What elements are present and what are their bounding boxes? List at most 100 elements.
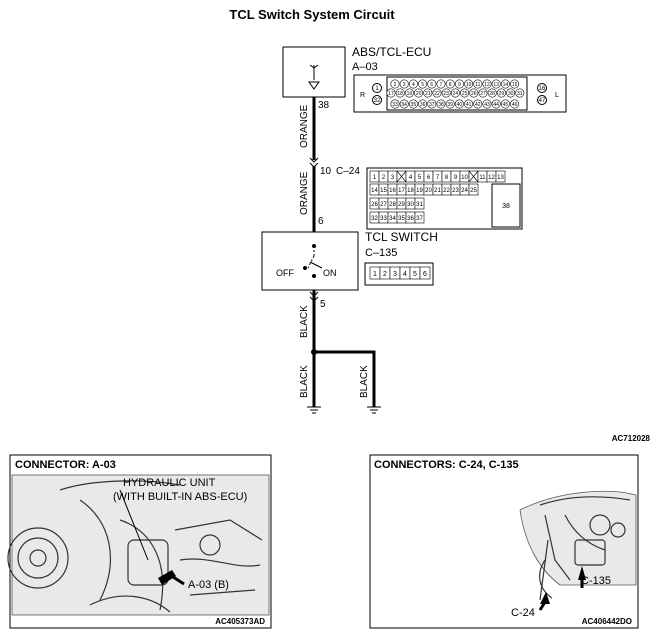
ecu-pin (390, 99, 400, 109)
engine-bay-sketch (7, 480, 263, 613)
ecu-internal-symbol (308, 64, 320, 90)
ecu-pin-label: 12 (484, 82, 490, 88)
switch-off-label: OFF (276, 268, 294, 278)
c24-pin-label: 26 (371, 202, 378, 208)
switch-name: TCL SWITCH (365, 230, 438, 244)
ecu-pin-label: 5 (421, 82, 424, 88)
ecu-pin-label: 20 (416, 91, 422, 97)
ecu-pin-label: 25 (462, 91, 468, 97)
c135-pin-label: 6 (423, 271, 427, 278)
ecu-pin-label: 18 (397, 91, 403, 97)
ecu-pin-label: 22 (434, 91, 440, 97)
ecu-connector-id: A–03 (352, 61, 378, 73)
c24-pin-label: 9 (454, 175, 458, 181)
ecu-pin (496, 88, 506, 98)
wire-color-black-right: BLACK (359, 365, 370, 398)
ecu-pin-label: 3 (403, 82, 406, 88)
ecu-pin (399, 79, 409, 89)
c24-pin-label: 20 (425, 188, 432, 194)
ecu-pin (491, 99, 501, 109)
wire-color-black-upper: BLACK (299, 305, 310, 338)
ecu-pin (414, 88, 424, 98)
c24-pin-label: 22 (443, 188, 450, 194)
figure-code: AC712028 (612, 434, 651, 443)
ecu-pin-label: 30 (508, 91, 514, 97)
ecu-pin-label: 6 (430, 82, 433, 88)
c24-pin-label: 35 (398, 216, 405, 222)
ecu-pin-label: 28 (489, 91, 495, 97)
c24-pin-cell (468, 183, 479, 196)
ecu-pin-label: 36 (420, 102, 426, 108)
ecu-pin (404, 88, 414, 98)
c135-pin-cell (419, 266, 431, 280)
c135-arrow (578, 566, 586, 588)
ecu-pin (510, 99, 520, 109)
diagram-title: TCL Switch System Circuit (229, 7, 395, 22)
ecu-pin-label: 44 (493, 102, 499, 108)
joint-connector-c24: C–24 (336, 166, 360, 177)
c24-blank-cross (468, 170, 479, 183)
c24c135-figure-code: AC406442DO (582, 617, 632, 626)
c24-pin-label: 16 (389, 188, 396, 194)
ecu-pin (454, 99, 464, 109)
ecu-pin-label: 7 (440, 82, 443, 88)
ecu-pin (427, 79, 437, 89)
wire-color-black-left: BLACK (299, 365, 310, 398)
ecu-pin (482, 99, 492, 109)
c24-pin-label: 6 (427, 175, 431, 181)
ecu-pin-label: 4 (412, 82, 415, 88)
ecu-pin (445, 79, 455, 89)
ecu-pin-38: 38 (318, 100, 330, 111)
ground-symbol-right (367, 406, 381, 414)
ecu-pin (464, 99, 474, 109)
ecu-pin (418, 79, 428, 89)
a03-callout-line1: HYDRAULIC UNIT (123, 477, 216, 489)
c24-pin-label: 2 (382, 175, 386, 181)
c24-pin-label: 5 (418, 175, 422, 181)
ecu-pin-label: 34 (401, 102, 407, 108)
wire-ground-right (314, 350, 376, 407)
switch-pin-5: 5 (320, 299, 326, 310)
ecu-pin-label: 38 (438, 102, 444, 108)
c24-pin-label: 29 (398, 202, 405, 208)
ecu-side-r: R (360, 92, 365, 99)
c135-pin-label: 5 (413, 271, 417, 278)
ecu-pin-label: 2 (394, 82, 397, 88)
ecu-pin-label: 41 (466, 102, 472, 108)
switch-connector-id: C–135 (365, 247, 397, 259)
a03-panel-title: CONNECTOR: A-03 (15, 459, 116, 471)
ecu-pin-label: 46 (512, 102, 518, 108)
c24-pin-label: 1 (373, 175, 377, 181)
ecu-pin-16: 16 (539, 86, 546, 92)
c24-arrow (538, 592, 550, 611)
ecu-pin (510, 79, 520, 89)
switch-on-label: ON (323, 268, 337, 278)
c24-pin-label: 36 (407, 216, 414, 222)
ecu-pin (423, 88, 433, 98)
ground-symbol-left (307, 406, 321, 414)
c24-pin-label: 4 (409, 175, 413, 181)
wire-color-orange-lower: ORANGE (299, 171, 310, 215)
c135-pin-label: 1 (373, 271, 377, 278)
switch-pin-6: 6 (318, 216, 324, 227)
ecu-pin (454, 79, 464, 89)
ecu-pin-47: 47 (539, 98, 546, 104)
ecu-pin-label: 42 (475, 102, 481, 108)
ecu-pin (445, 99, 455, 109)
c24-pin-label: 37 (416, 216, 423, 222)
c24-pin-label: 19 (416, 188, 423, 194)
ecu-name: ABS/TCL-ECU (352, 45, 431, 59)
joint-pin-10: 10 (320, 166, 332, 177)
ecu-pin (436, 79, 446, 89)
ecu-pin (500, 99, 510, 109)
c24-pin-label: 7 (436, 175, 440, 181)
c24-pin-label: 14 (371, 188, 378, 194)
c24-pin-label: 21 (434, 188, 441, 194)
ecu-pin-label: 31 (517, 91, 523, 97)
ecu-pin (482, 79, 492, 89)
c24c135-panel-title: CONNECTORS: C-24, C-135 (374, 459, 519, 471)
